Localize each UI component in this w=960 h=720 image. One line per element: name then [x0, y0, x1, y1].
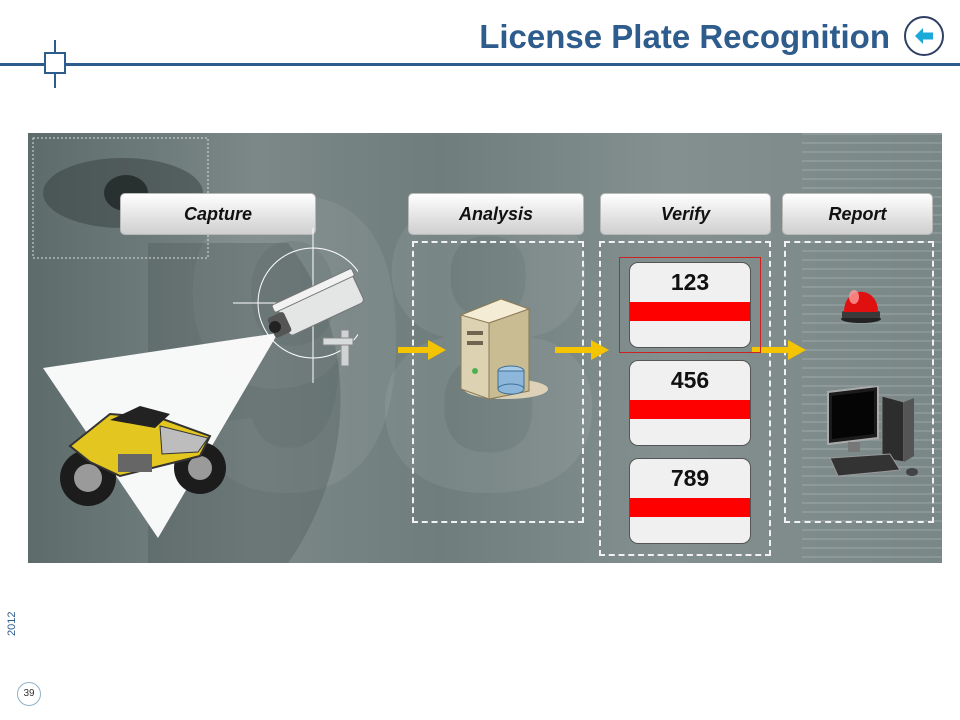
verify-box [599, 241, 771, 556]
plate-band [630, 498, 750, 517]
arrow-analysis-to-verify [555, 340, 609, 360]
page-title: License Plate Recognition [479, 18, 890, 55]
plate-3: 789 [629, 458, 751, 544]
stage-analysis: Analysis [408, 193, 584, 235]
plate-band [630, 302, 750, 321]
arrow-verify-to-report [752, 340, 806, 360]
stage-verify: Verify [600, 193, 771, 235]
plate-band [630, 400, 750, 419]
plate-number: 456 [670, 367, 710, 393]
back-arrow-icon[interactable] [904, 16, 944, 56]
plate-number: 789 [670, 465, 710, 491]
plate-2: 456 [629, 360, 751, 446]
computer-icon [827, 386, 918, 477]
report-box [784, 241, 934, 523]
server-icon [459, 298, 548, 400]
stage-report: Report [782, 193, 933, 235]
header-node [44, 52, 66, 74]
analysis-box [412, 241, 584, 523]
footer-year: 2012 [6, 611, 18, 636]
page-number: 39 [17, 682, 41, 706]
diagram-panel: 98 Capture Analysis Verify Report [28, 133, 942, 563]
alarm-light-icon [841, 290, 881, 323]
plate-number: 123 [670, 269, 710, 295]
motorcycle-icon [60, 406, 226, 506]
plate-1: 123 [629, 262, 751, 348]
plate-highlight-frame [619, 257, 761, 353]
arrow-capture-to-analysis [398, 340, 446, 360]
camera-icon [267, 268, 364, 367]
header-rule [0, 63, 960, 66]
stage-capture: Capture [120, 193, 316, 235]
